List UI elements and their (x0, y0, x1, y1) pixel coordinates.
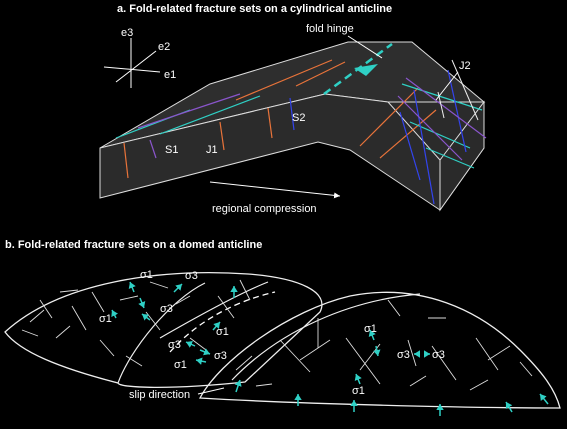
sigma1-label: σ1 (364, 323, 377, 335)
dome-fractures-right (235, 299, 533, 391)
axis-label-e3: e3 (121, 27, 133, 39)
sigma3-label: σ3 (397, 349, 410, 361)
label-j1: J1 (206, 144, 218, 156)
panel-a-title: a. Fold-related fracture sets on a cylin… (117, 3, 392, 15)
sigma3-label: σ3 (432, 349, 445, 361)
fracture-set-orange (123, 59, 437, 179)
sigma1-label: σ1 (352, 385, 365, 397)
dome-right-outline (198, 291, 561, 409)
sigma3-label: σ3 (160, 303, 173, 315)
compression-arrow-icon (209, 181, 341, 199)
sigma1-label: σ1 (99, 313, 112, 325)
stress-arrow-icon (111, 281, 549, 416)
label-s1: S1 (165, 144, 178, 156)
sigma1-label: σ1 (140, 269, 153, 281)
axis-triad-icon (103, 38, 161, 88)
slip-direction-label: slip direction (129, 389, 190, 401)
hinge-arrow-icon (354, 64, 378, 76)
dome-left-outline (4, 272, 323, 389)
sigma3-label: σ3 (168, 339, 181, 351)
panel-b-title: b. Fold-related fracture sets on a domed… (5, 239, 262, 251)
dome-fractures-left (21, 279, 251, 367)
fracture-set-blue (289, 69, 467, 205)
block-end-face (439, 100, 485, 212)
axis-label-e1: e1 (164, 69, 176, 81)
label-s2: S2 (292, 112, 305, 124)
sigma1-label: σ1 (216, 326, 229, 338)
sigma3-label: σ3 (214, 350, 227, 362)
compression-label: regional compression (212, 203, 317, 215)
sigma1-label: σ1 (174, 359, 187, 371)
fracture-set-purple (137, 77, 487, 161)
label-j2: J2 (459, 60, 471, 72)
sigma3-label: σ3 (185, 270, 198, 282)
fold-hinge-label: fold hinge (306, 23, 354, 35)
axis-label-e2: e2 (158, 41, 170, 53)
dome-dashed-hinge (169, 291, 276, 353)
